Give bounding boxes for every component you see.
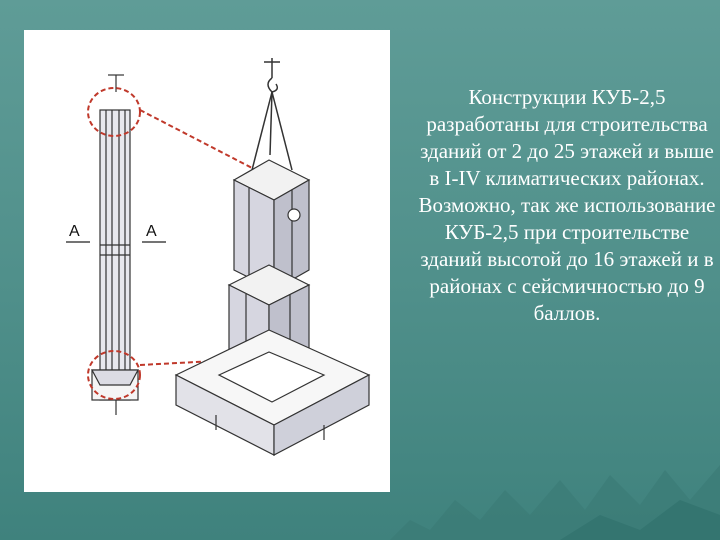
background-decoration	[390, 465, 720, 540]
section-label-right: A	[146, 223, 157, 240]
kub-column-drawing: A A	[66, 58, 371, 456]
slide-body-text: Конструкции КУБ-2,5 разработаны для стро…	[418, 85, 716, 325]
section-label-left: A	[69, 223, 80, 240]
foundation	[174, 329, 371, 456]
upper-block	[232, 159, 311, 292]
column-elevation	[91, 74, 139, 415]
detail-callouts	[87, 87, 257, 400]
section-markers: A A	[66, 223, 166, 243]
construction-figure: A A	[24, 30, 390, 492]
crane-hook	[251, 58, 293, 171]
